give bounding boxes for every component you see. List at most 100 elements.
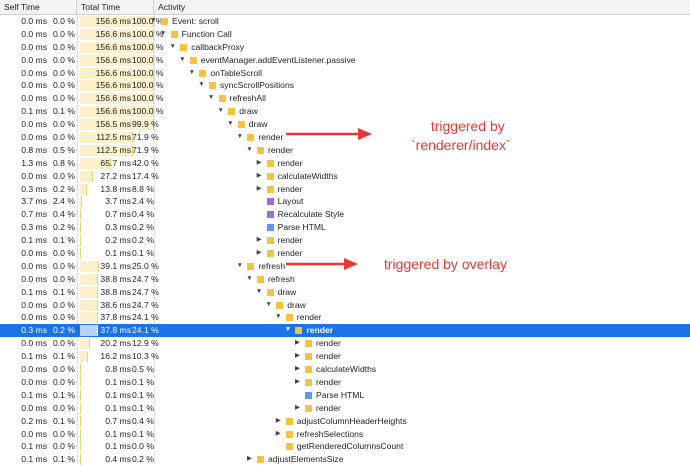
activity-cell: ▶ refreshSelections — [157, 428, 687, 441]
self-time-header[interactable]: Self Time — [0, 0, 77, 14]
total-time-ms: 0.8 ms — [105, 364, 131, 375]
expand-triangle-right-icon[interactable]: ▶ — [275, 416, 281, 424]
self-time-ms: 3.7 ms — [21, 196, 47, 207]
expand-triangle-down-icon[interactable]: ▼ — [284, 326, 292, 334]
expand-triangle-right-icon[interactable]: ▶ — [247, 455, 252, 463]
self-time-percent: 0.2 % — [53, 183, 75, 194]
expand-triangle-down-icon[interactable]: ▼ — [246, 145, 253, 153]
expand-triangle-down-icon[interactable]: ▼ — [236, 133, 244, 141]
total-time-percent: 0.1 % — [132, 389, 154, 400]
expand-triangle-right-icon[interactable]: ▶ — [295, 352, 300, 360]
activity-name: Parse HTML — [277, 222, 326, 233]
expand-triangle-down-icon[interactable]: ▼ — [179, 55, 186, 63]
category-script-icon — [285, 314, 293, 322]
expand-triangle-right-icon[interactable]: ▶ — [256, 249, 262, 257]
expand-triangle-down-icon[interactable]: ▼ — [255, 287, 263, 295]
expand-triangle-down-icon[interactable]: ▼ — [159, 29, 167, 37]
activity-header[interactable]: Activity — [158, 2, 186, 12]
expand-triangle-right-icon[interactable]: ▶ — [295, 377, 300, 385]
expand-triangle-right-icon[interactable]: ▶ — [295, 365, 300, 373]
self-time-percent: 0.0 % — [53, 28, 75, 39]
expand-triangle-right-icon[interactable]: ▶ — [275, 429, 281, 437]
expand-triangle-down-icon[interactable]: ▼ — [217, 107, 224, 115]
total-time-header[interactable]: Total Time — [77, 0, 154, 14]
expand-triangle-down-icon[interactable]: ▼ — [227, 120, 234, 128]
expand-triangle-down-icon[interactable]: ▼ — [150, 17, 157, 24]
self-time-ms: 0.0 ms — [21, 299, 47, 310]
total-time-percent: 100.0 % — [132, 54, 164, 65]
activity-cell: ▼render — [157, 324, 687, 337]
activity-name: refreshSelections — [296, 428, 364, 439]
expand-triangle-right-icon[interactable]: ▶ — [256, 158, 262, 166]
self-time-ms: 0.1 ms — [21, 235, 47, 246]
activity-cell: ▼eventManager.addEventListener.passive — [157, 54, 687, 67]
expand-triangle-right-icon[interactable]: ▶ — [295, 403, 300, 411]
expand-triangle-down-icon[interactable]: ▼ — [275, 313, 282, 321]
expand-triangle-down-icon[interactable]: ▼ — [198, 81, 205, 89]
self-time-ms: 0.0 ms — [21, 132, 47, 143]
activity-name: Layout — [277, 196, 304, 207]
activity-cell: ▼render — [157, 311, 687, 324]
category-script-icon — [305, 366, 312, 374]
expand-triangle-right-icon[interactable]: ▶ — [256, 171, 262, 179]
self-time-ms: 0.0 ms — [21, 428, 47, 439]
self-time-percent: 0.0 % — [53, 338, 75, 349]
activity-cell: ▶render — [157, 157, 687, 170]
expand-triangle-right-icon[interactable]: ▶ — [256, 236, 262, 244]
expand-triangle-down-icon[interactable]: ▼ — [246, 274, 253, 282]
total-time-percent: 99.9 % — [132, 119, 159, 130]
expand-triangle-down-icon[interactable]: ▼ — [265, 300, 272, 308]
category-script-icon — [209, 82, 216, 90]
activity-name: callbackProxy — [191, 41, 245, 52]
expand-triangle-right-icon[interactable]: ▶ — [256, 184, 262, 192]
total-time-percent: 24.7 % — [132, 286, 159, 297]
expand-triangle-down-icon[interactable]: ▼ — [207, 94, 215, 102]
total-time-percent: 100.0 % — [132, 41, 164, 52]
category-script-icon — [266, 288, 274, 296]
expand-triangle-down-icon[interactable]: ▼ — [188, 68, 196, 76]
total-time-bar — [80, 376, 81, 388]
expand-triangle-down-icon[interactable]: ▼ — [236, 261, 244, 269]
expand-triangle-right-icon[interactable]: ▶ — [295, 339, 300, 347]
expand-triangle-down-icon[interactable]: ▼ — [169, 42, 176, 50]
